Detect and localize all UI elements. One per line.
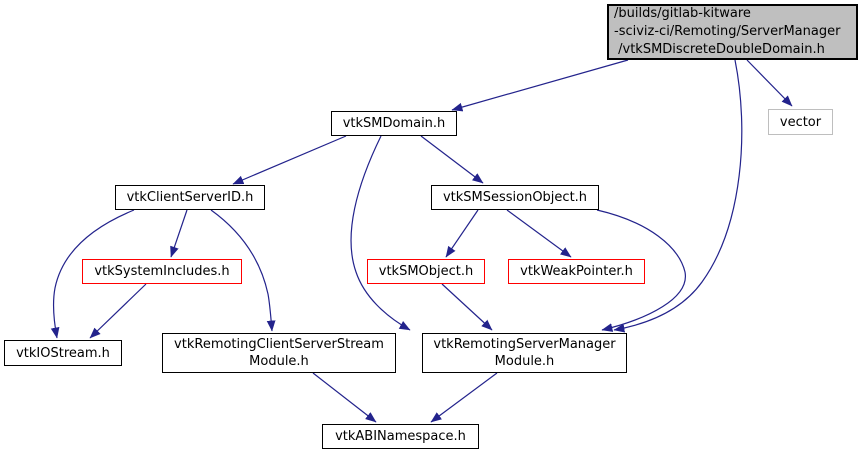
edge-vtkClientServerID-vtkIOStream: [50, 209, 135, 339]
edge-vtkClientServerID-vtkSystemIncludes: [170, 209, 188, 258]
node-vtkClientServerID[interactable]: vtkClientServerID.h: [115, 185, 265, 210]
node-vtkABINamespace[interactable]: vtkABINamespace.h: [322, 424, 479, 449]
node-vector: vector: [768, 109, 833, 135]
node-vtkRemotingServerManagerModule[interactable]: vtkRemotingServerManager Module.h: [422, 333, 627, 373]
edge-vtkSMDomain-vtkSMSessionObject: [420, 135, 484, 184]
node-vtkABINamespace-label: vtkABINamespace.h: [335, 429, 466, 444]
edge-vtkSystemIncludes-vtkIOStream: [89, 283, 147, 339]
node-vtkSMObject[interactable]: vtkSMObject.h: [367, 259, 485, 284]
node-vector-label: vector: [779, 114, 822, 130]
node-vtkIOStream-label: vtkIOStream.h: [16, 345, 110, 361]
node-vtkRemotingClientServerStreamModule[interactable]: vtkRemotingClientServerStream Module.h: [162, 333, 396, 373]
node-vtkSMSessionObject[interactable]: vtkSMSessionObject.h: [431, 185, 599, 210]
edge-vtkSMSessionObject-vtkRemotingServerManagerModule: [596, 209, 686, 332]
edge-root-vector: [746, 59, 793, 107]
node-vtkSystemIncludes-label: vtkSystemIncludes.h: [94, 264, 230, 279]
node-current-file: /builds/gitlab-kitware -sciviz-ci/Remoti…: [607, 4, 858, 60]
edge-vtkRemotingClientServerStreamModule-vtkABINamespace: [312, 372, 377, 423]
node-current-file-label: /builds/gitlab-kitware -sciviz-ci/Remoti…: [614, 6, 841, 57]
node-vtkWeakPointer-label: vtkWeakPointer.h: [520, 264, 633, 279]
edge-vtkSMDomain-vtkRemotingServerManagerModule: [350, 135, 411, 331]
edge-vtkRemotingServerManagerModule-vtkABINamespace: [430, 372, 498, 423]
edge-root-vtkSMDomain: [451, 59, 629, 112]
node-vtkWeakPointer[interactable]: vtkWeakPointer.h: [508, 259, 645, 284]
node-vtkSMDomain[interactable]: vtkSMDomain.h: [331, 111, 457, 136]
edge-vtkClientServerID-vtkRemotingClientServerStreamModule: [210, 209, 276, 332]
node-vtkIOStream[interactable]: vtkIOStream.h: [4, 340, 122, 366]
node-vtkSystemIncludes[interactable]: vtkSystemIncludes.h: [82, 259, 242, 284]
node-vtkClientServerID-label: vtkClientServerID.h: [126, 190, 254, 205]
node-vtkRemotingServerManagerModule-label: vtkRemotingServerManager Module.h: [433, 337, 616, 369]
edge-vtkSMSessionObject-vtkSMObject: [445, 209, 479, 258]
node-vtkSMDomain-label: vtkSMDomain.h: [342, 116, 446, 131]
edge-vtkSMSessionObject-vtkWeakPointer: [506, 209, 572, 258]
edge-vtkSMDomain-vtkClientServerID: [232, 135, 347, 185]
edge-vtkSMObject-vtkRemotingServerManagerModule: [441, 283, 493, 331]
node-vtkSMSessionObject-label: vtkSMSessionObject.h: [442, 190, 588, 205]
node-vtkSMObject-label: vtkSMObject.h: [378, 264, 474, 279]
edge-root-vtkRemotingServerManagerModule: [613, 59, 743, 333]
node-vtkRemotingClientServerStreamModule-label: vtkRemotingClientServerStream Module.h: [174, 337, 384, 369]
